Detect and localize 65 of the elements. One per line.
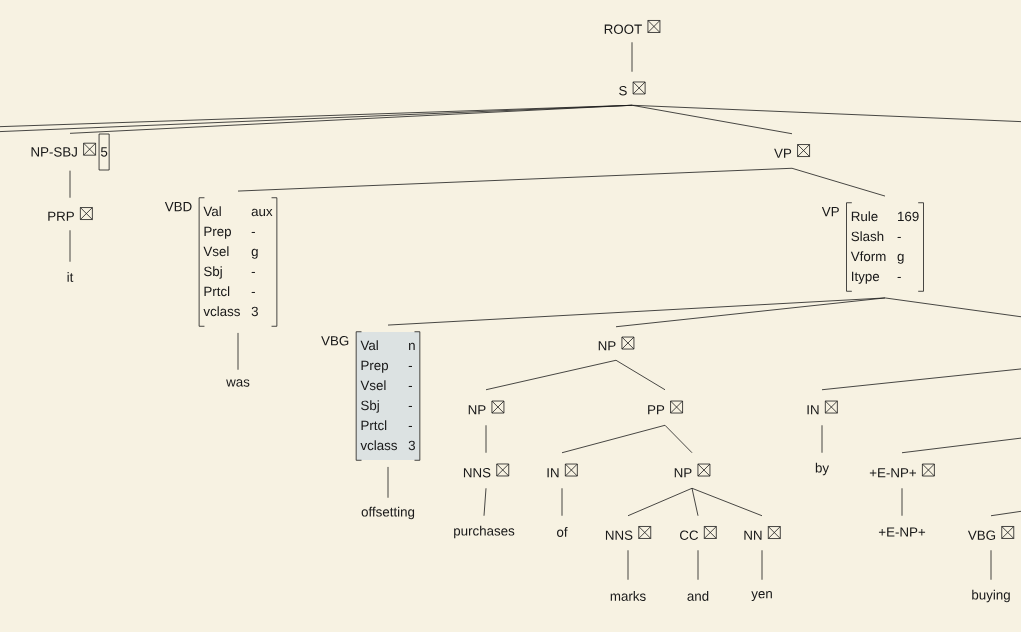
tree-branch [561, 487, 563, 517]
tree-branch [627, 549, 629, 581]
word: purchases [454, 525, 515, 539]
tree-branch [69, 229, 71, 263]
word: buying [972, 589, 1010, 603]
category-label: NNS [463, 468, 491, 478]
tree-branch [691, 487, 699, 517]
tree-branch [387, 297, 886, 326]
feature-matrix: Val n Prep - Vsel - Sbj - Prtcl - vclass 3 VBG [321, 331, 421, 461]
tree-branch [761, 549, 763, 581]
tree-branch [631, 104, 1021, 123]
word: offsetting [361, 506, 415, 520]
word: and [687, 591, 709, 601]
tree-branch [615, 297, 886, 328]
word: marks [610, 591, 646, 601]
category-label: NN [744, 530, 762, 540]
tree-branch [485, 359, 617, 391]
tree-branch [697, 549, 699, 581]
tree-branch [901, 487, 903, 517]
category-label: NP [468, 405, 486, 415]
category-label: NP [674, 468, 692, 478]
category-label: NP [598, 341, 616, 351]
tree-branch [691, 487, 763, 517]
word: it [67, 272, 74, 282]
category-label: NP-SBJ [31, 147, 77, 157]
word: +E-NP+ [878, 527, 926, 537]
tree-branch [615, 359, 666, 391]
category-label: PRP [48, 211, 74, 221]
tree-branch [237, 332, 239, 371]
tree-branch [561, 424, 666, 454]
tree-branch [901, 436, 1021, 454]
tree-branch [990, 549, 992, 581]
category-label: VBG [321, 336, 349, 346]
tree-branch [791, 167, 886, 197]
word: by [815, 462, 830, 476]
category-label: VBG [967, 530, 996, 540]
tree-branch [884, 297, 1021, 319]
tree-branch [69, 170, 71, 199]
category-label: ROOT [604, 24, 642, 34]
tree-branch [387, 466, 389, 499]
category-label: PP [648, 405, 665, 415]
tree-branch [821, 367, 1021, 391]
category-label: IN [807, 405, 819, 415]
tree-branch [237, 167, 793, 192]
feature-matrix: Val aux Prep - Vsel g Sbj - Prtcl - vclass 3 VBD [164, 197, 278, 327]
category-label: +E-NP+ [869, 468, 916, 478]
category-label: CC [680, 530, 699, 540]
feature-matrix: Rule 169 Slash - Vform g Itype - VP [821, 202, 924, 292]
tree-branch [631, 41, 633, 73]
word: of [557, 527, 568, 537]
category-label: VP [774, 148, 792, 158]
category-label: IN [547, 468, 559, 478]
word: was [226, 379, 250, 387]
tree-branch [485, 424, 487, 454]
tree-branch [627, 487, 693, 517]
word: yen [751, 591, 772, 601]
category-label: NNS [605, 530, 633, 540]
tree-branch [990, 509, 1021, 517]
category-label: VBD [164, 202, 192, 212]
tree-branch [483, 487, 487, 517]
tree-branch [821, 424, 823, 454]
number-box: 5 [98, 133, 110, 171]
tree-branch [664, 424, 693, 454]
category-label: VP [821, 207, 839, 217]
category-label: S [619, 86, 627, 96]
